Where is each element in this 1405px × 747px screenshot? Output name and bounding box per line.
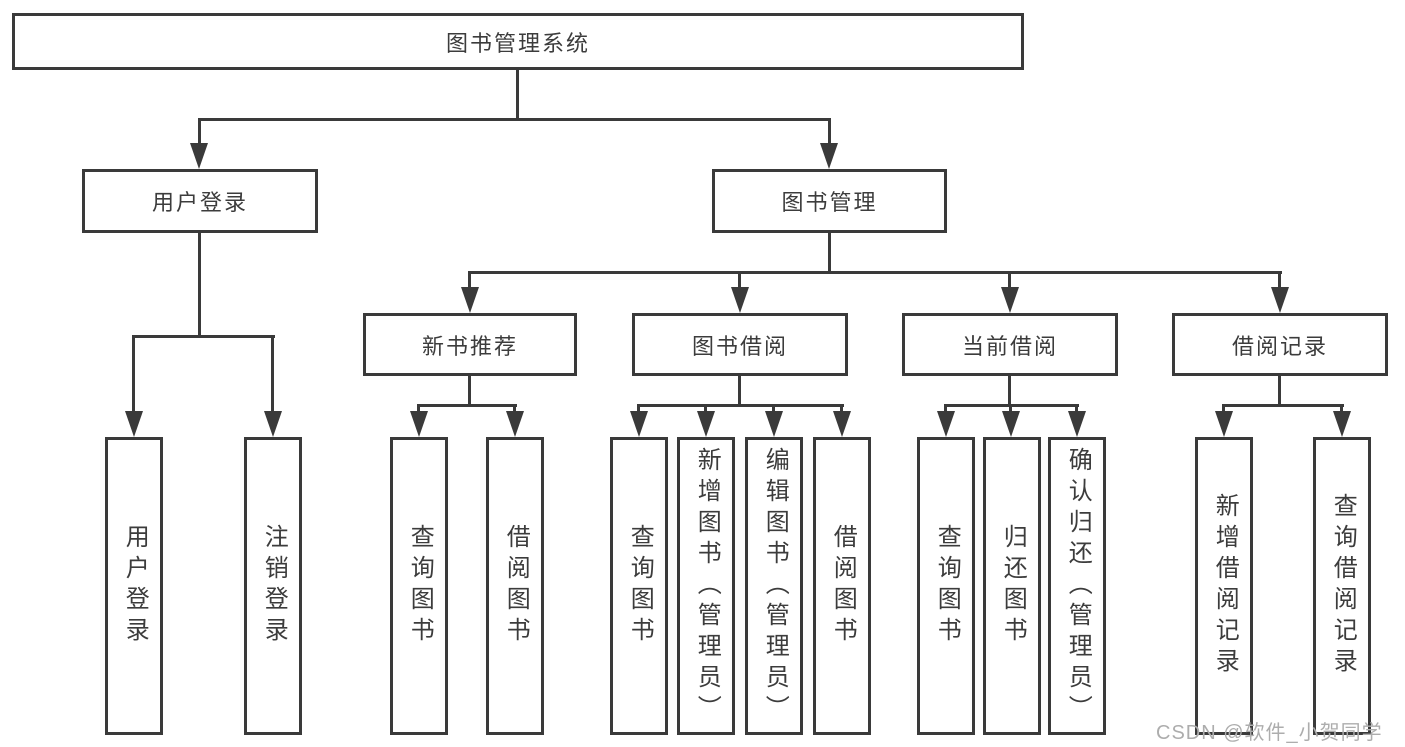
arrow-down-icon xyxy=(1001,287,1019,313)
leaf-user-login-label: 用户登录 xyxy=(121,524,149,648)
node-current-borrowing-label: 当前借阅 xyxy=(961,333,1058,359)
leaf-logout: 注销登录 xyxy=(244,437,302,735)
leaf-query-books-recommend: 查询图书 xyxy=(390,437,448,735)
connector-drop xyxy=(1340,404,1343,416)
arrow-down-icon xyxy=(1271,287,1289,313)
arrow-down-icon xyxy=(820,143,838,169)
connector-borrow-records-rail xyxy=(1222,404,1344,407)
connector-current-borrow-stem xyxy=(1008,376,1011,405)
connector-drop-book-borrow xyxy=(738,271,741,289)
connector-user-login-rail xyxy=(132,335,275,338)
leaf-add-books-admin: 新增图书（管理员） xyxy=(677,437,735,735)
connector-book-mgmt-rail xyxy=(468,271,1282,274)
connector-root-rail xyxy=(198,118,831,121)
node-book-borrowing-label: 图书借阅 xyxy=(691,333,788,359)
connector-new-book-stem xyxy=(468,376,471,405)
leaf-borrow-books: 借阅图书 xyxy=(813,437,871,735)
node-new-book-recommend-label: 新书推荐 xyxy=(421,333,518,359)
leaf-user-login: 用户登录 xyxy=(105,437,163,735)
arrow-down-icon xyxy=(410,411,428,437)
leaf-borrow-books-recommend-label: 借阅图书 xyxy=(502,524,530,648)
leaf-borrow-books-label: 借阅图书 xyxy=(829,524,857,648)
connector-drop xyxy=(772,404,775,416)
node-user-login-label: 用户登录 xyxy=(151,190,248,215)
connector-root-stem xyxy=(516,69,519,118)
arrow-down-icon xyxy=(937,411,955,437)
arrow-down-icon xyxy=(1333,411,1351,437)
connector-new-book-rail xyxy=(417,404,517,407)
connector-drop xyxy=(637,404,640,416)
leaf-return-books-label: 归还图书 xyxy=(999,524,1027,648)
connector-drop xyxy=(704,404,707,416)
connector-drop xyxy=(1222,404,1225,416)
leaf-query-borrow-record: 查询借阅记录 xyxy=(1313,437,1371,735)
leaf-add-books-admin-label: 新增图书（管理员） xyxy=(693,446,721,726)
leaf-query-books-current: 查询图书 xyxy=(917,437,975,735)
connector-drop xyxy=(1009,404,1012,416)
connector-drop xyxy=(417,404,420,416)
arrow-down-icon xyxy=(264,411,282,437)
node-new-book-recommend: 新书推荐 xyxy=(363,313,577,376)
leaf-return-books: 归还图书 xyxy=(983,437,1041,735)
node-current-borrowing: 当前借阅 xyxy=(902,313,1118,376)
node-borrowing-records: 借阅记录 xyxy=(1172,313,1388,376)
arrow-down-icon xyxy=(630,411,648,437)
arrow-down-icon xyxy=(125,411,143,437)
connector-drop-current-borrow xyxy=(1008,271,1011,289)
connector-book-borrow-stem xyxy=(738,376,741,405)
leaf-query-books-borrowing: 查询图书 xyxy=(610,437,668,735)
connector-drop-book-mgmt xyxy=(828,118,831,148)
leaf-query-books-current-label: 查询图书 xyxy=(933,524,961,648)
leaf-edit-books-admin-label: 编辑图书（管理员） xyxy=(761,446,789,726)
connector-drop-login-leaf xyxy=(132,335,135,415)
node-library-system-label: 图书管理系统 xyxy=(445,30,590,56)
leaf-borrow-books-recommend: 借阅图书 xyxy=(486,437,544,735)
arrow-down-icon xyxy=(731,287,749,313)
node-book-borrowing: 图书借阅 xyxy=(632,313,848,376)
connector-drop xyxy=(944,404,947,416)
arrow-down-icon xyxy=(1068,411,1086,437)
connector-drop-logout-leaf xyxy=(271,335,274,415)
arrow-down-icon xyxy=(833,411,851,437)
arrow-down-icon xyxy=(765,411,783,437)
leaf-query-books-recommend-label: 查询图书 xyxy=(406,524,434,648)
arrow-down-icon xyxy=(506,411,524,437)
leaf-confirm-return-admin-label: 确认归还（管理员） xyxy=(1064,446,1092,726)
connector-drop-user-login xyxy=(198,118,201,148)
leaf-edit-books-admin: 编辑图书（管理员） xyxy=(745,437,803,735)
arrow-down-icon xyxy=(190,143,208,169)
connector-drop-new-book xyxy=(468,271,471,289)
node-book-management-label: 图书管理 xyxy=(781,190,878,215)
watermark: CSDN @软件_小贺同学 xyxy=(1156,722,1383,744)
connector-drop xyxy=(513,404,516,416)
node-library-system: 图书管理系统 xyxy=(12,13,1024,70)
arrow-down-icon xyxy=(697,411,715,437)
node-book-management: 图书管理 xyxy=(712,169,947,233)
connector-drop xyxy=(840,404,843,416)
leaf-add-borrow-record-label: 新增借阅记录 xyxy=(1211,493,1239,679)
connector-borrow-records-stem xyxy=(1278,376,1281,405)
arrow-down-icon xyxy=(1215,411,1233,437)
leaf-logout-label: 注销登录 xyxy=(260,524,288,648)
connector-drop xyxy=(1075,404,1078,416)
leaf-query-borrow-record-label: 查询借阅记录 xyxy=(1329,493,1357,679)
leaf-confirm-return-admin: 确认归还（管理员） xyxy=(1048,437,1106,735)
connector-book-mgmt-stem xyxy=(828,233,831,271)
arrow-down-icon xyxy=(1002,411,1020,437)
arrow-down-icon xyxy=(461,287,479,313)
connector-book-borrow-rail xyxy=(637,404,844,407)
connector-user-login-stem xyxy=(198,233,201,335)
node-user-login: 用户登录 xyxy=(82,169,318,233)
node-borrowing-records-label: 借阅记录 xyxy=(1231,333,1328,359)
leaf-query-books-borrowing-label: 查询图书 xyxy=(626,524,654,648)
connector-drop-borrow-records xyxy=(1278,271,1281,289)
leaf-add-borrow-record: 新增借阅记录 xyxy=(1195,437,1253,735)
